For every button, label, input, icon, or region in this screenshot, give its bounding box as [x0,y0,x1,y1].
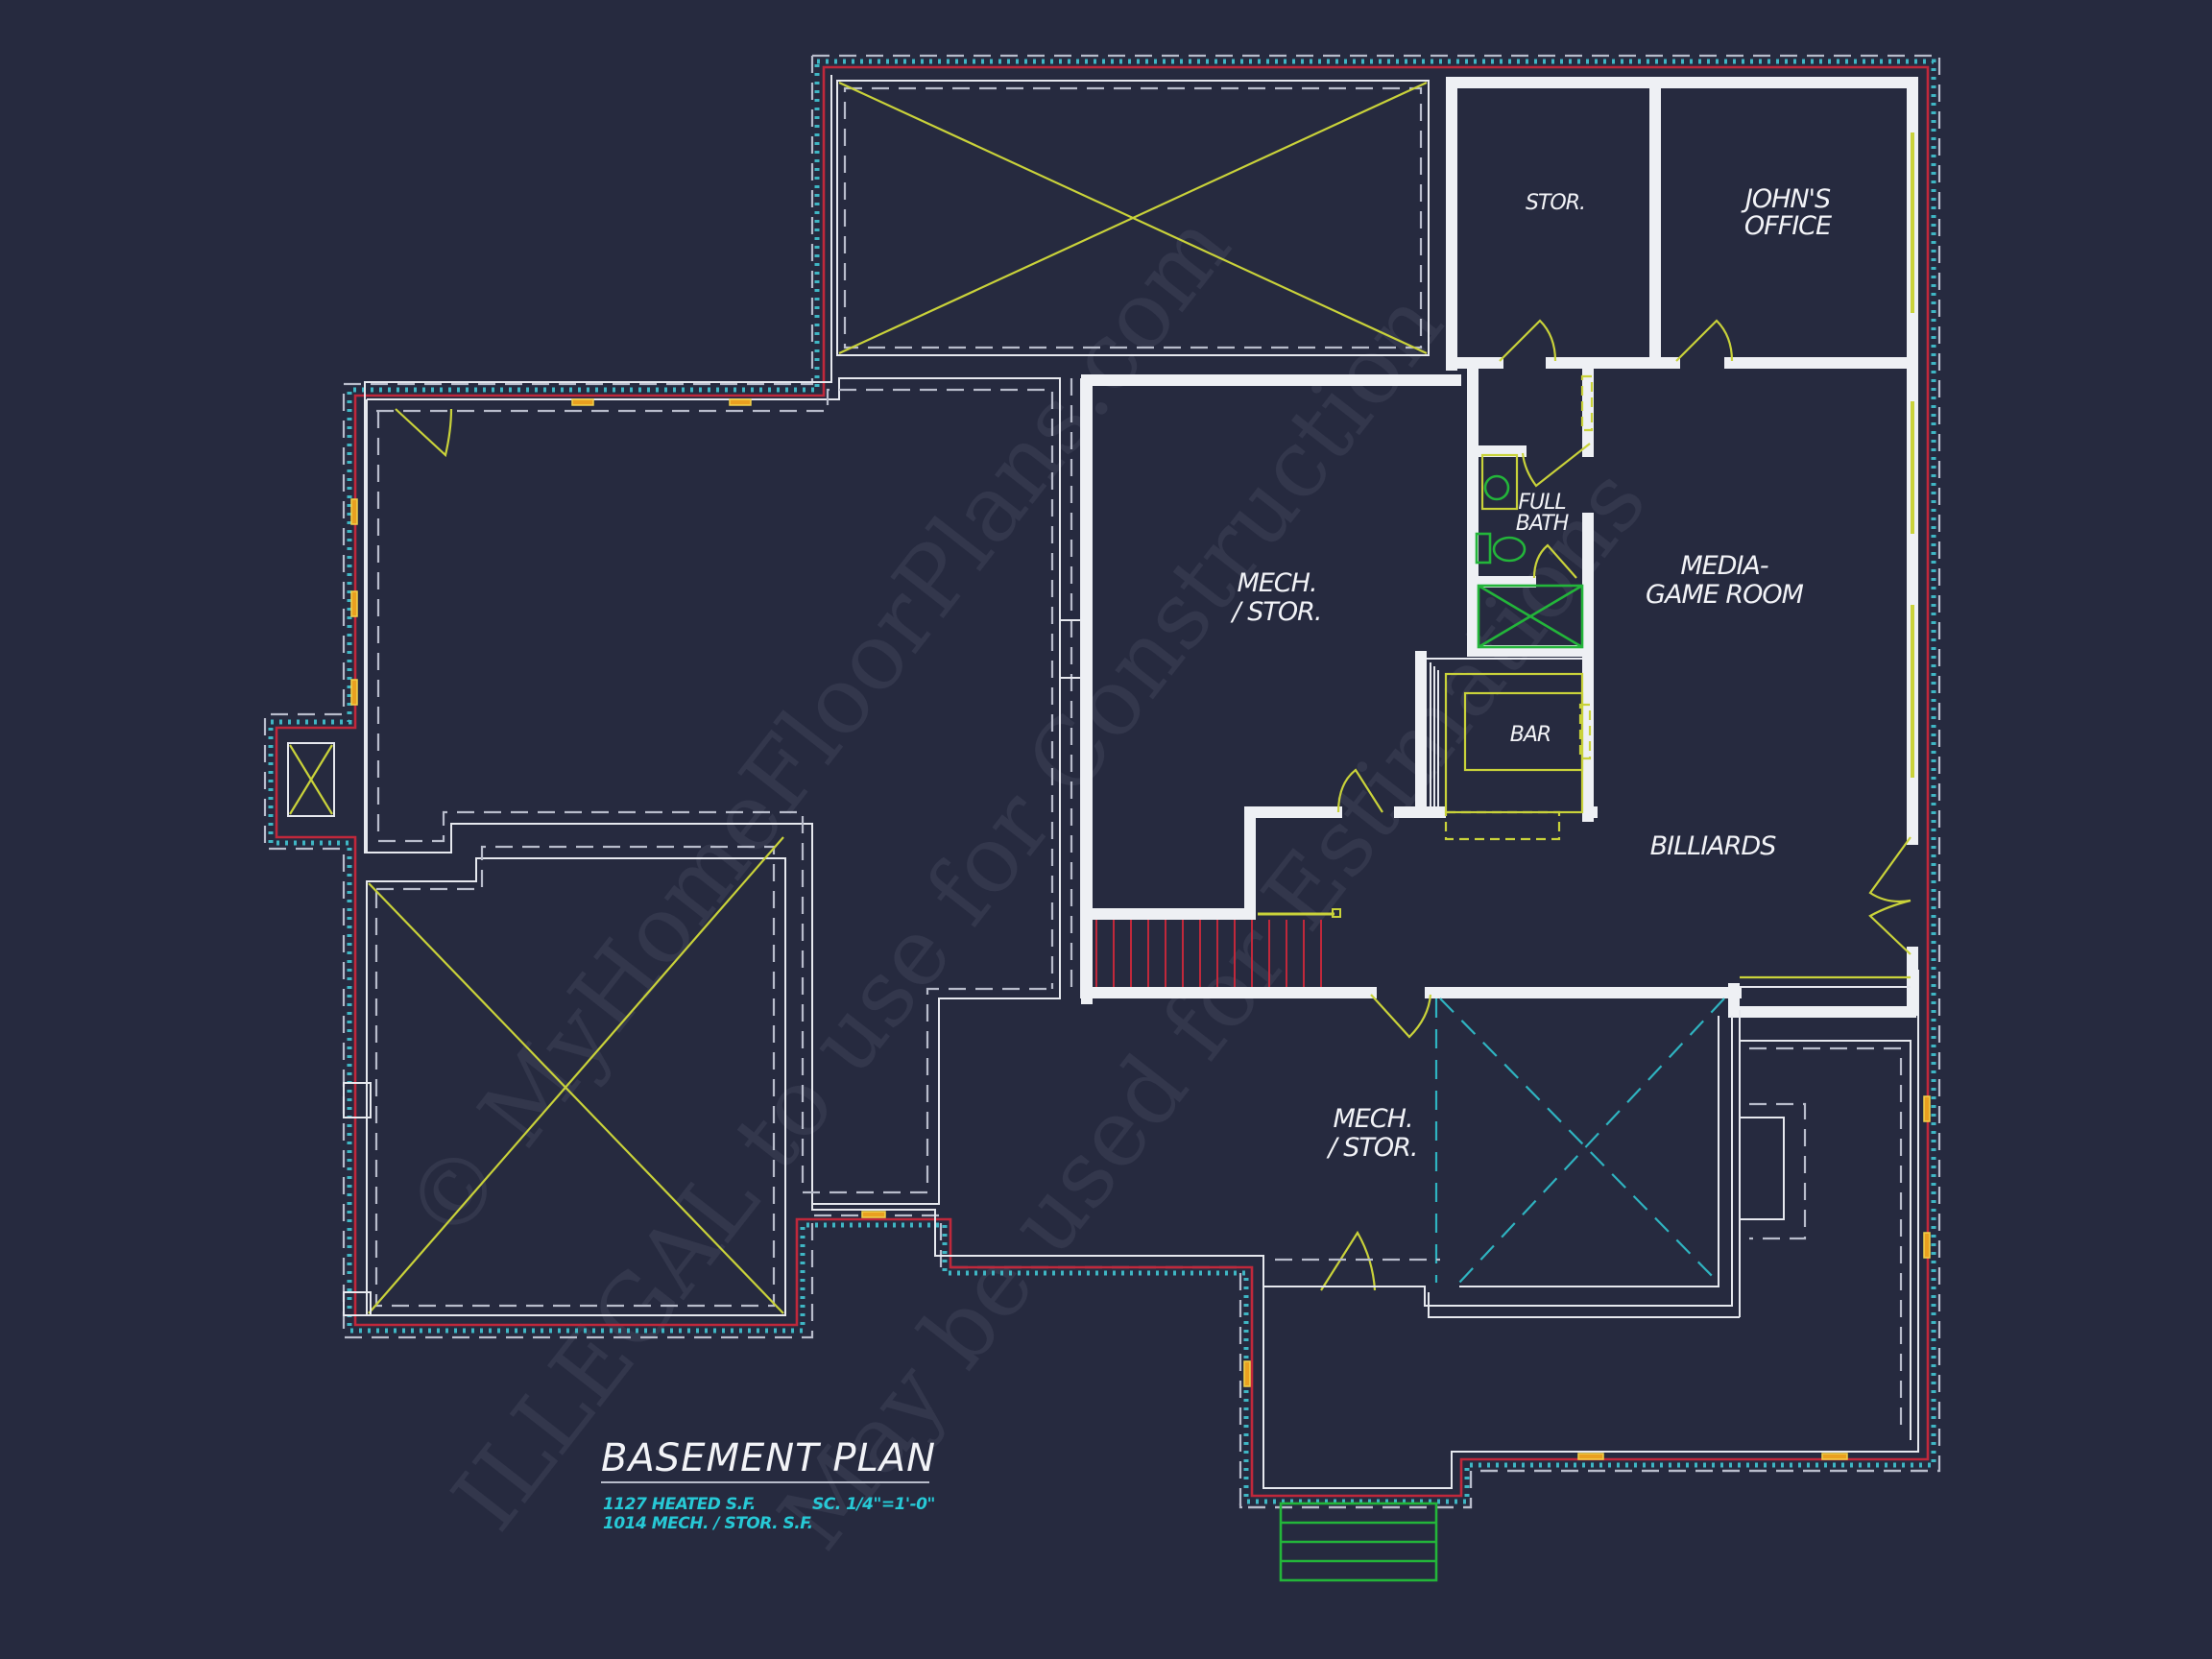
unexcavated-area-top [836,80,1430,356]
label-full-bath-1: FULL [1518,491,1565,515]
heated-sf: 1127 HEATED S.F. [603,1495,756,1514]
stair-treads [1095,920,1322,987]
title-block: BASEMENT PLAN 1127 HEATED S.F. 1014 MECH… [601,1436,936,1533]
label-mech-stor-upper-1: MECH. [1237,568,1316,598]
bath-fixtures [1475,453,1584,649]
label-billiards: BILLIARDS [1650,831,1777,861]
room-labels: STOR. JOHN'S OFFICE FULL BATH MECH. / ST… [1231,184,1833,1163]
windows [350,132,1931,1460]
mech-stor-sf: 1014 MECH. / STOR. S.F. [603,1514,813,1533]
label-mech-stor-upper-2: / STOR. [1231,597,1322,627]
exterior-steps [1279,1502,1438,1582]
label-media-1: MEDIA- [1680,551,1768,581]
label-media-2: GAME ROOM [1646,580,1804,610]
lower-unexcavated-x [1262,998,1733,1307]
label-bar: BAR [1510,723,1551,747]
stairs [1081,908,1341,998]
unexcavated-area-lower-left [343,836,786,1316]
doors [395,319,1911,1291]
foundation-interior-face [364,75,1919,1489]
label-johns-office-2: OFFICE [1744,211,1832,241]
foundation-wall [268,59,1936,1504]
plan-title: BASEMENT PLAN [601,1436,936,1480]
plan-scale: SC. 1/4"=1'-0" [812,1495,935,1514]
label-full-bath-2: BATH [1516,512,1569,536]
label-johns-office-1: JOHN'S [1741,184,1831,214]
label-mech-stor-lower-1: MECH. [1333,1104,1412,1134]
right-bumpout [1428,975,1911,1440]
footing-outline [263,54,1941,1509]
label-stor: STOR. [1526,191,1585,215]
bar-counter [1427,374,1594,841]
label-mech-stor-lower-2: / STOR. [1327,1133,1418,1163]
chimney-box [287,742,335,817]
